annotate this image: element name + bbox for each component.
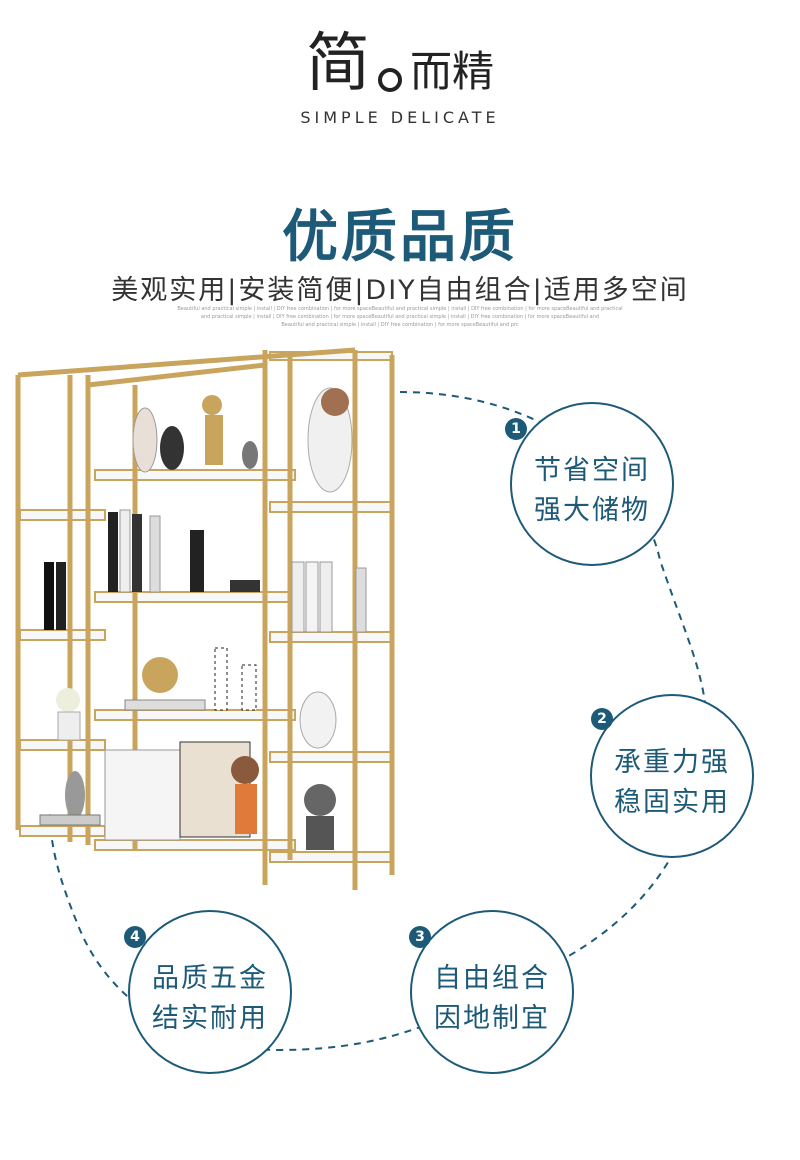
- page-subtitle: 美观实用|安装简便|DIY自由组合|适用多空间: [111, 275, 689, 306]
- fine-print-line: Beautiful and practical simple | install…: [177, 306, 623, 312]
- feature-line-2: 结实耐用: [152, 1003, 268, 1034]
- header: 简而精 SIMPLE DELICATE: [0, 0, 800, 140]
- feature-circle-2: 承重力强 稳固实用: [590, 694, 754, 858]
- feature-circle-4: 品质五金 结实耐用: [128, 910, 292, 1074]
- logo-big-char: 简: [305, 27, 370, 101]
- feature-circle-1: 节省空间 强大储物: [510, 402, 674, 566]
- feature-number-badge: 2: [591, 708, 613, 730]
- logo-small-chars: 而精: [409, 47, 494, 96]
- logo: 简而精: [0, 28, 800, 100]
- page-title: 优质品质: [282, 205, 518, 270]
- fine-print-line: Beautiful and practical simple | install…: [281, 322, 519, 328]
- feature-line-2: 稳固实用: [614, 787, 730, 818]
- fine-print-line: and practical simple | install | DIY fre…: [200, 314, 600, 320]
- feature-number-badge: 4: [124, 926, 146, 948]
- logo-dot: [377, 68, 402, 92]
- feature-line-2: 因地制宜: [434, 1003, 550, 1034]
- feature-circle-3: 自由组合 因地制宜: [410, 910, 574, 1074]
- decor-items: [39, 387, 367, 850]
- gold-frame: [15, 347, 395, 890]
- logo-english: SIMPLE DELICATE: [300, 108, 500, 127]
- feature-line-1: 品质五金: [152, 963, 268, 994]
- bookshelf-illustration: [15, 347, 395, 890]
- feature-line-1: 自由组合: [434, 963, 550, 994]
- feature-number-badge: 1: [505, 418, 527, 440]
- feature-number-badge: 3: [409, 926, 431, 948]
- feature-line-1: 承重力强: [614, 747, 730, 778]
- shelf-boards: [19, 351, 393, 863]
- feature-line-1: 节省空间: [534, 455, 650, 486]
- feature-line-2: 强大储物: [534, 495, 650, 526]
